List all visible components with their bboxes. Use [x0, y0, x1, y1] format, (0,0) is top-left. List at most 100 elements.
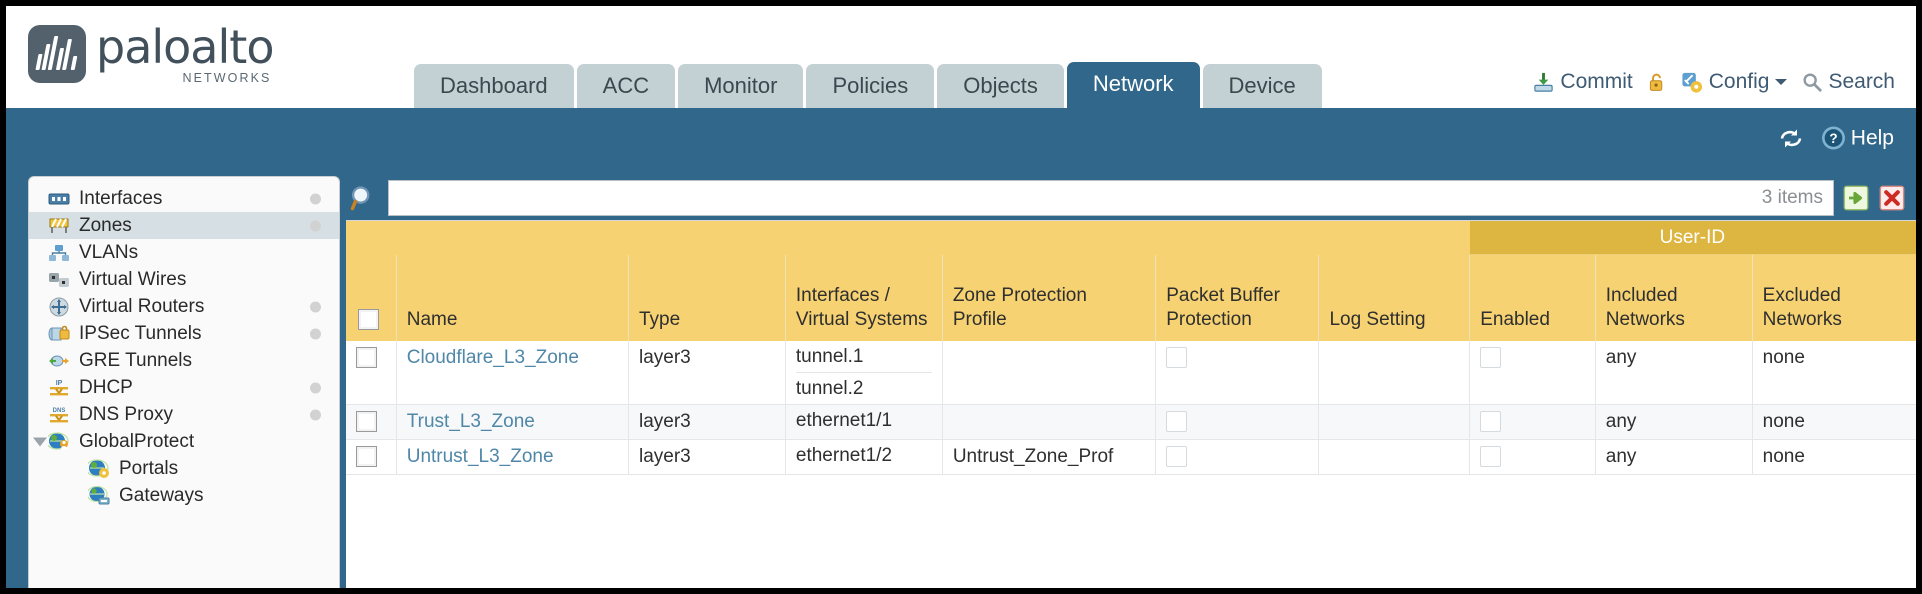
select-all-checkbox[interactable]: [358, 308, 379, 330]
column-header-excluded-networks[interactable]: Excluded Networks: [1752, 254, 1916, 341]
zone-interfaces-cell: ethernet1/2: [785, 439, 943, 475]
tab-device[interactable]: Device: [1202, 63, 1322, 108]
zone-protection-profile-cell: [942, 340, 1157, 405]
group-header-row: User-ID: [346, 221, 1916, 256]
gateways-icon: [87, 485, 111, 506]
userid-enabled-checkbox[interactable]: [1480, 347, 1502, 369]
commit-save-icon: [1532, 71, 1555, 94]
sidebar-item-vlans[interactable]: VLANs: [29, 239, 339, 266]
sidebar-item-globalprotect[interactable]: GlobalProtect: [29, 428, 339, 455]
column-header-included-networks[interactable]: Included Networks: [1595, 254, 1753, 341]
virtual-routers-icon: [47, 296, 71, 317]
zone-name-cell[interactable]: Cloudflare_L3_Zone: [396, 340, 629, 405]
search-magnifier-icon[interactable]: [346, 184, 380, 212]
row-select-checkbox[interactable]: [356, 347, 377, 369]
config-menu[interactable]: Config: [1677, 70, 1792, 94]
search-button[interactable]: Search: [1798, 70, 1898, 94]
userid-enabled-checkbox[interactable]: [1480, 411, 1502, 433]
commit-button[interactable]: Commit: [1529, 70, 1635, 94]
userid-enabled-cell[interactable]: [1469, 340, 1596, 405]
clear-filter-button[interactable]: [1878, 184, 1906, 212]
tab-acc[interactable]: ACC: [576, 63, 676, 108]
packet-buffer-protection-checkbox[interactable]: [1166, 446, 1188, 468]
tab-network[interactable]: Network: [1066, 61, 1200, 108]
sidebar-item-label: IPSec Tunnels: [79, 322, 202, 344]
packet-buffer-protection-cell[interactable]: [1155, 340, 1320, 405]
packet-buffer-protection-cell[interactable]: [1155, 439, 1320, 475]
sidebar-item-label: Interfaces: [79, 187, 163, 209]
expand-collapse-caret-icon[interactable]: [33, 437, 47, 446]
tab-dashboard[interactable]: Dashboard: [414, 63, 574, 108]
row-select-cell[interactable]: [346, 439, 397, 475]
sidebar-item-virtual-routers[interactable]: Virtual Routers: [29, 293, 339, 320]
row-select-cell[interactable]: [346, 340, 397, 405]
column-header-zone-protection-profile[interactable]: Zone Protection Profile: [942, 254, 1157, 341]
select-all-header[interactable]: [346, 254, 397, 341]
svg-text:?: ?: [1829, 131, 1837, 146]
config-wrench-key-icon: [1680, 71, 1704, 94]
sidebar-item-portals[interactable]: Portals: [29, 455, 339, 482]
sidebar-item-status-dot: [310, 220, 321, 231]
zone-name-cell[interactable]: Untrust_L3_Zone: [396, 439, 629, 475]
sidebar-item-label: Virtual Wires: [79, 268, 187, 290]
sidebar-item-status-dot: [310, 301, 321, 312]
search-input[interactable]: [389, 181, 1754, 215]
packet-buffer-protection-checkbox[interactable]: [1166, 411, 1188, 433]
userid-enabled-cell[interactable]: [1469, 439, 1596, 475]
tab-policies[interactable]: Policies: [806, 63, 935, 108]
column-header-enabled[interactable]: Enabled: [1469, 254, 1596, 341]
refresh-button[interactable]: [1778, 127, 1804, 149]
row-select-cell[interactable]: [346, 404, 397, 440]
sidebar-item-virtual-wires[interactable]: Virtual Wires: [29, 266, 339, 293]
sidebar-item-gateways[interactable]: Gateways: [29, 482, 339, 509]
sidebar-item-ipsec-tunnels[interactable]: IPSec Tunnels: [29, 320, 339, 347]
zone-name-cell[interactable]: Trust_L3_Zone: [396, 404, 629, 440]
svg-text:DNS: DNS: [53, 408, 66, 414]
sidebar-item-zones[interactable]: Zones: [29, 212, 339, 239]
items-count-label: 3 items: [1761, 187, 1823, 208]
sidebar-item-gre-tunnels[interactable]: GRE Tunnels: [29, 347, 339, 374]
included-networks-cell: any: [1595, 404, 1753, 440]
row-select-checkbox[interactable]: [356, 446, 377, 468]
search-field-container[interactable]: 3 items: [388, 180, 1834, 216]
zone-name-link[interactable]: Trust_L3_Zone: [406, 410, 535, 432]
column-header-interfaces-virtual-systems[interactable]: Interfaces / Virtual Systems: [785, 254, 943, 341]
main-content: 3 items: [346, 176, 1916, 588]
column-header-log-setting[interactable]: Log Setting: [1318, 254, 1471, 341]
help-button[interactable]: ? Help: [1821, 126, 1894, 151]
packet-buffer-protection-checkbox[interactable]: [1166, 347, 1188, 369]
column-header-type[interactable]: Type: [628, 254, 786, 341]
tab-objects[interactable]: Objects: [937, 63, 1064, 108]
brand-name: paloalto: [96, 20, 274, 74]
chevron-down-icon: [1774, 77, 1788, 87]
userid-enabled-cell[interactable]: [1469, 404, 1596, 440]
column-header-name[interactable]: Name: [396, 254, 629, 341]
column-header-packet-buffer-protection[interactable]: Packet Buffer Protection: [1155, 254, 1320, 341]
zone-name-link[interactable]: Cloudflare_L3_Zone: [406, 346, 579, 368]
lock-button[interactable]: [1643, 71, 1670, 94]
sidebar-item-label: Zones: [79, 214, 132, 236]
zones-icon: [47, 215, 71, 236]
config-label: Config: [1708, 70, 1770, 93]
user-id-group-header: User-ID: [1469, 221, 1916, 256]
svg-text:IP: IP: [56, 380, 63, 387]
tab-monitor[interactable]: Monitor: [678, 63, 804, 108]
zone-name-link[interactable]: Untrust_L3_Zone: [406, 445, 554, 467]
packet-buffer-protection-cell[interactable]: [1155, 404, 1320, 440]
userid-enabled-checkbox[interactable]: [1480, 446, 1502, 468]
sidebar-item-status-dot: [310, 409, 321, 420]
apply-filter-button[interactable]: [1842, 184, 1870, 212]
sidebar-item-interfaces[interactable]: Interfaces: [29, 185, 339, 212]
row-select-checkbox[interactable]: [356, 411, 377, 433]
